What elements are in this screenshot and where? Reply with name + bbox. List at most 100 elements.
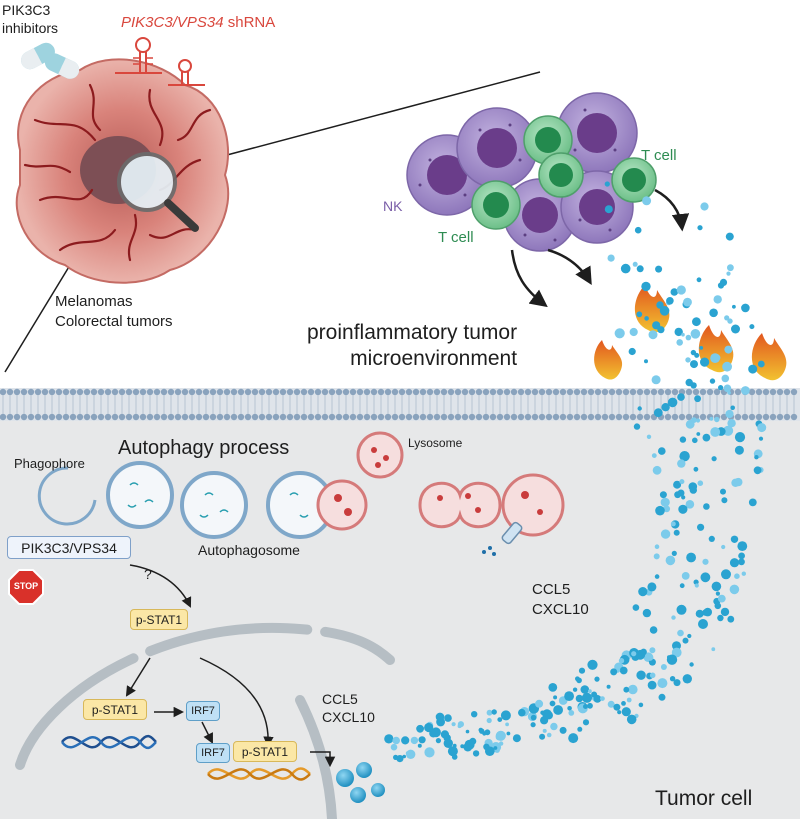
membrane-lipid-head xyxy=(475,388,483,396)
chemokine-droplet xyxy=(498,741,504,746)
membrane-lipid-head xyxy=(405,388,413,396)
chemokine-droplet xyxy=(568,733,579,744)
chemokine-droplet xyxy=(657,326,665,334)
chemokine-droplet xyxy=(577,726,583,732)
chemokine-droplet xyxy=(687,633,692,639)
chemokine-droplet xyxy=(540,716,549,725)
inflammation-flame-icons xyxy=(594,285,787,381)
membrane-lipid-head xyxy=(349,388,357,396)
membrane-lipid-head xyxy=(223,388,231,396)
membrane-lipid-head xyxy=(118,413,126,421)
membrane-lipid-head xyxy=(685,388,693,396)
chemokine-droplet xyxy=(443,738,453,748)
shrna-suffix: shRNA xyxy=(223,14,276,31)
membrane-lipid-head xyxy=(181,413,189,421)
chemokine-droplet xyxy=(559,726,567,734)
zoom-line-top xyxy=(177,71,541,169)
chemokine-droplet xyxy=(646,653,654,661)
chemokine-droplet xyxy=(721,569,731,580)
chemokine-droplet xyxy=(658,447,666,455)
lysosome-label: Lysosome xyxy=(408,436,463,450)
kinase-box: PIK3C3/VPS34 xyxy=(7,536,131,559)
chemokine-droplet xyxy=(576,677,582,684)
arrow-immune-to-env-1 xyxy=(510,249,548,308)
chemokine-droplet xyxy=(690,360,698,369)
chemokine-droplet xyxy=(731,324,740,334)
chemokine-droplet xyxy=(673,679,681,687)
membrane-lipid-head xyxy=(622,388,630,396)
chemokine-droplet xyxy=(692,437,698,444)
arrow-immune-to-env-3 xyxy=(654,188,690,232)
membrane-lipid-head xyxy=(706,388,714,396)
nk-cell-label: NK xyxy=(383,198,403,214)
chemokine-droplet xyxy=(655,265,663,273)
membrane-lipid-head xyxy=(741,413,749,421)
membrane-lipid-head xyxy=(13,413,21,421)
membrane-lipid-head xyxy=(587,413,595,421)
chemokine-droplet xyxy=(632,261,638,267)
chemokine-droplet xyxy=(610,668,618,676)
chemokines-label-near: CCL5 CXCL10 xyxy=(322,691,375,726)
membrane-lipid-head xyxy=(783,388,791,396)
chemokine-droplet xyxy=(723,384,732,393)
membrane-lipid-head xyxy=(314,388,322,396)
membrane-lipid-head xyxy=(251,388,259,396)
chemokine-droplet xyxy=(636,670,646,680)
unknown-mechanism-mark: ? xyxy=(144,566,152,582)
chemokine-droplet xyxy=(729,584,740,595)
chemokine-droplet xyxy=(734,432,746,443)
chemokine-droplet xyxy=(626,697,632,703)
chemokine-droplet xyxy=(677,393,685,401)
membrane-lipid-head xyxy=(468,413,476,421)
chemokine-droplet xyxy=(396,755,404,763)
chemokine-droplet xyxy=(620,263,631,274)
chemokine-droplet xyxy=(588,689,592,694)
arrow-kinase-to-pstat1 xyxy=(129,564,192,608)
chemokine-droplet xyxy=(628,684,638,695)
membrane-lipid-head xyxy=(230,388,238,396)
tumor-illustration xyxy=(15,58,230,284)
membrane-lipid-head xyxy=(349,413,357,421)
membrane-lipid-head xyxy=(580,388,588,396)
membrane-lipid-head xyxy=(41,388,49,396)
membrane-lipid-head xyxy=(34,388,42,396)
membrane-lipid-head xyxy=(216,413,224,421)
chemokine-droplet xyxy=(692,317,701,327)
chemokine-droplet xyxy=(564,691,574,701)
chemokine-droplet xyxy=(677,629,684,637)
membrane-lipid-head xyxy=(629,413,637,421)
chemokine-droplet xyxy=(732,304,736,309)
chemokine-droplet xyxy=(676,604,687,615)
membrane-lipid-head xyxy=(90,388,98,396)
chemokine-droplet xyxy=(631,651,637,657)
membrane-lipid-head xyxy=(20,413,28,421)
chemokine-droplet xyxy=(540,710,545,715)
chemokine-droplet xyxy=(539,733,546,740)
chemokine-droplet xyxy=(497,717,503,722)
chemokine-droplet xyxy=(671,615,676,620)
chemokine-droplet xyxy=(505,722,509,727)
chemokine-droplet xyxy=(626,714,637,725)
membrane-lipid-head xyxy=(97,413,105,421)
chemokine-droplet xyxy=(717,614,724,622)
membrane-lipid-head xyxy=(300,413,308,421)
chemokine-droplet xyxy=(617,710,622,715)
membrane-lipid-head xyxy=(230,413,238,421)
chemokine-droplet xyxy=(694,583,699,588)
chemokine-droplet xyxy=(679,451,690,462)
chemokine-droplet xyxy=(709,378,716,384)
membrane-lipid-head xyxy=(342,388,350,396)
chemokine-droplet xyxy=(726,271,731,276)
membrane-lipid-head xyxy=(125,413,133,421)
membrane-lipid-head xyxy=(48,388,56,396)
membrane-lipid-head xyxy=(615,388,623,396)
chemokine-droplet xyxy=(713,295,722,304)
chemokine-droplet xyxy=(696,277,702,283)
membrane-lipid-head xyxy=(615,413,623,421)
membrane-lipid-head xyxy=(573,388,581,396)
membrane-lipid-head xyxy=(377,413,385,421)
membrane-lipid-head xyxy=(321,388,329,396)
dna-helix xyxy=(60,734,157,750)
membrane-lipid-head xyxy=(762,388,770,396)
membrane-lipid-head xyxy=(307,413,315,421)
